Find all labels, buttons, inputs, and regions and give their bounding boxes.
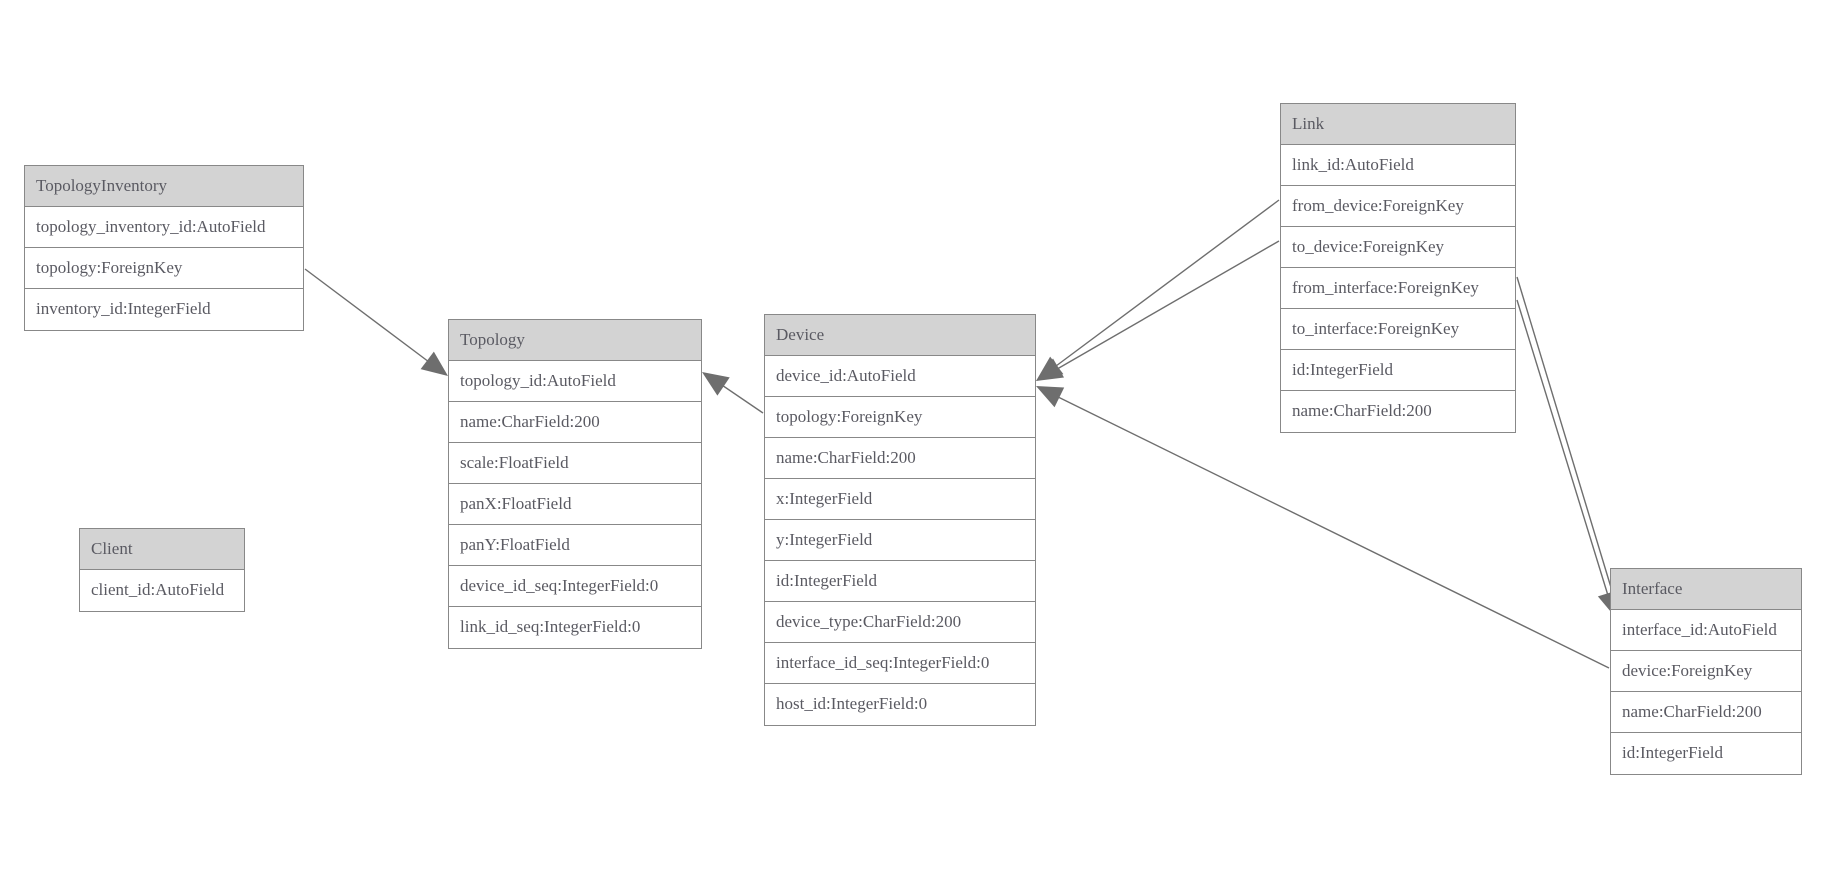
entity-field: device_id_seq:IntegerField:0 (449, 566, 701, 607)
entity-field: name:CharField:200 (765, 438, 1035, 479)
entity-title-interface: Interface (1611, 569, 1801, 610)
rel-link-to-interface (1516, 299, 1611, 603)
entity-title-link: Link (1281, 104, 1515, 145)
entity-field: client_id:AutoField (80, 570, 244, 611)
entity-field: from_interface:ForeignKey (1281, 268, 1515, 309)
entity-field: name:CharField:200 (1281, 391, 1515, 432)
entity-field: id:IntegerField (1281, 350, 1515, 391)
entity-field: topology_id:AutoField (449, 361, 701, 402)
entity-field: name:CharField:200 (1611, 692, 1801, 733)
entity-field: topology:ForeignKey (765, 397, 1035, 438)
rel-link-to-device (1051, 240, 1280, 373)
entity-field: topology:ForeignKey (25, 248, 303, 289)
rel-link-from-interface (1516, 276, 1617, 605)
entity-field: panY:FloatField (449, 525, 701, 566)
entity-field: name:CharField:200 (449, 402, 701, 443)
rel-interface-device (1051, 393, 1610, 669)
rel-device-topology (715, 380, 764, 414)
entity-field: x:IntegerField (765, 479, 1035, 520)
entity-title-topology: Topology (449, 320, 701, 361)
entity-title-topology_inventory: TopologyInventory (25, 166, 303, 207)
entity-field: inventory_id:IntegerField (25, 289, 303, 330)
entity-field: interface_id:AutoField (1611, 610, 1801, 651)
entity-field: to_interface:ForeignKey (1281, 309, 1515, 350)
entity-title-device: Device (765, 315, 1035, 356)
entity-field: device:ForeignKey (1611, 651, 1801, 692)
entity-field: link_id_seq:IntegerField:0 (449, 607, 701, 648)
entity-field: host_id:IntegerField:0 (765, 684, 1035, 725)
entity-field: device_type:CharField:200 (765, 602, 1035, 643)
entity-field: from_device:ForeignKey (1281, 186, 1515, 227)
entity-field: scale:FloatField (449, 443, 701, 484)
entity-field: topology_inventory_id:AutoField (25, 207, 303, 248)
rel-topologyinventory-topology (304, 268, 434, 366)
rel-interface-device-arrowhead-icon (1036, 386, 1065, 408)
entity-title-client: Client (80, 529, 244, 570)
rel-link-from-device (1051, 199, 1280, 370)
entity-field: panX:FloatField (449, 484, 701, 525)
entity-field: id:IntegerField (1611, 733, 1801, 774)
entity-field: interface_id_seq:IntegerField:0 (765, 643, 1035, 684)
entity-field: device_id:AutoField (765, 356, 1035, 397)
entity-field: y:IntegerField (765, 520, 1035, 561)
entity-field: link_id:AutoField (1281, 145, 1515, 186)
entity-field: to_device:ForeignKey (1281, 227, 1515, 268)
entity-field: id:IntegerField (765, 561, 1035, 602)
